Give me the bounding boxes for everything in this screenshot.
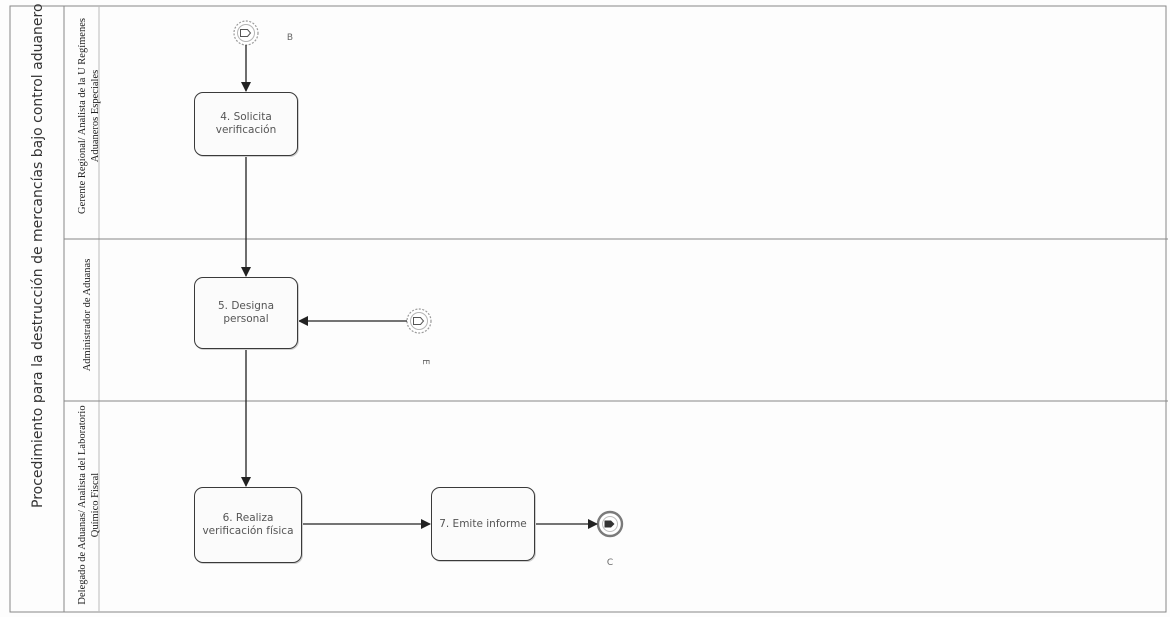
end-event-c[interactable] [596, 510, 624, 538]
task-label: 4. Solicita verificación [215, 111, 277, 136]
event-ref-b: B [286, 33, 294, 43]
pool-frame [9, 5, 1167, 613]
lane-label-gerente: Gerente Regional/ Analista de la U Regím… [77, 18, 101, 214]
event-ref-c: C [606, 558, 614, 568]
lane-label-administrador: Administrador de Aduanas [82, 258, 93, 372]
task-label: 6. Realiza verificación física [202, 512, 294, 537]
task-solicita-verificacion[interactable]: 4. Solicita verificación [194, 92, 298, 156]
task-label: 5. Designa personal [217, 300, 275, 325]
task-label: 7. Emite informe [439, 517, 527, 530]
task-designa-personal[interactable]: 5. Designa personal [194, 277, 298, 349]
pool-title: Procedimiento para la destrucción de mer… [30, 3, 46, 508]
link-filled-icon [604, 520, 615, 528]
event-ref-e: E [420, 359, 430, 365]
start-event-e[interactable] [406, 308, 432, 334]
link-icon [413, 317, 425, 325]
start-event-b[interactable] [233, 20, 259, 46]
task-emite-informe[interactable]: 7. Emite informe [431, 487, 535, 561]
task-realiza-verificacion-fisica[interactable]: 6. Realiza verificación física [194, 487, 302, 563]
link-icon [240, 29, 252, 37]
lane-label-delegado: Delegado de Aduanas/ Analista del Labora… [77, 405, 101, 605]
